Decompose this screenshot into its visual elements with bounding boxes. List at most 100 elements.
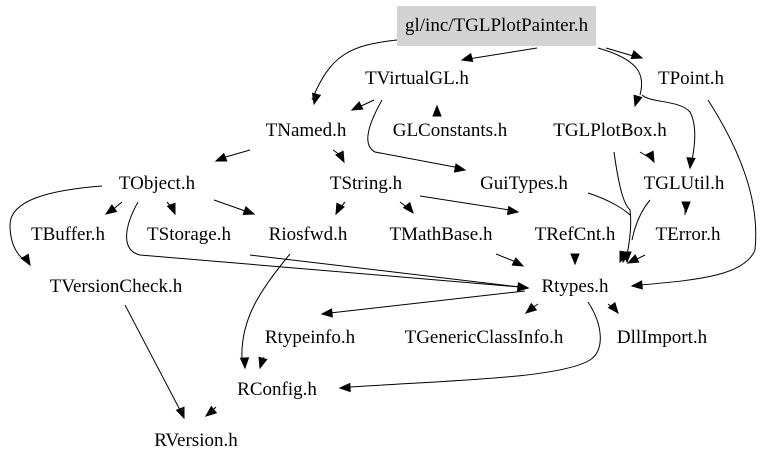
arrowhead-icon: [20, 253, 31, 267]
node-tmathbase[interactable]: TMathBase.h: [389, 224, 493, 245]
arrowhead-icon: [320, 308, 333, 318]
arrowhead-icon: [402, 201, 414, 215]
node-riosfwd[interactable]: Riosfwd.h: [268, 224, 348, 245]
edge-tobject-to-riosfwd: [213, 199, 256, 216]
edge-tobject-to-rtypes: [126, 201, 530, 292]
edge-line: [329, 290, 526, 314]
node-tglplotbox[interactable]: TGLPlotBox.h: [553, 120, 667, 141]
edge-line: [221, 149, 251, 159]
arrowhead-icon: [630, 50, 644, 60]
edge-rtypeinfo-to-rconfig: [258, 356, 268, 370]
arrowhead-icon: [570, 253, 580, 266]
edge-tglutil-to-rtypes: [619, 199, 651, 264]
edge-root-to-tglutil: [641, 94, 696, 170]
edge-tobject-to-tversioncheck: [9, 185, 103, 267]
edge-tnamed-to-tstring: [332, 149, 345, 164]
edge-trefcnt-to-rtypes: [570, 253, 580, 266]
edge-line: [349, 301, 601, 388]
arrowhead-icon: [350, 101, 364, 111]
arrowhead-icon: [460, 52, 474, 63]
node-root[interactable]: gl/inc/TGLPlotPainter.h: [397, 6, 597, 46]
node-tpoint[interactable]: TPoint.h: [658, 68, 724, 89]
edge-line: [461, 47, 538, 61]
edge-root-to-tvirtualgl: [460, 47, 538, 63]
node-trefcnt[interactable]: TRefCnt.h: [534, 224, 616, 245]
node-tstorage[interactable]: TStorage.h: [147, 224, 231, 245]
arrowhead-icon: [204, 405, 218, 417]
edge-tobject-to-tstorage: [166, 201, 176, 216]
edge-line: [9, 185, 103, 261]
arrowhead-icon: [335, 202, 345, 216]
node-tgenericclassinfo[interactable]: TGenericClassInfo.h: [404, 327, 564, 348]
arrowhead-icon: [619, 250, 629, 264]
node-glconstants[interactable]: GLConstants.h: [392, 120, 508, 141]
node-tbuffer[interactable]: TBuffer.h: [30, 224, 106, 245]
arrowhead-icon: [104, 204, 118, 215]
arrowhead-icon: [166, 202, 176, 216]
node-tnamed[interactable]: TNamed.h: [265, 120, 347, 141]
edge-line: [631, 199, 651, 241]
arrowhead-icon: [506, 205, 520, 216]
arrowhead-icon: [626, 254, 640, 264]
arrowhead-icon: [239, 357, 250, 370]
node-tglutil[interactable]: TGLUtil.h: [643, 173, 725, 194]
edge-tglplotbox-to-tglutil: [639, 150, 655, 164]
arrowhead-icon: [524, 302, 538, 314]
node-tobject[interactable]: TObject.h: [118, 173, 196, 194]
edge-line: [419, 195, 511, 211]
arrowhead-icon: [630, 280, 643, 290]
edge-terror-to-rtypes: [626, 254, 646, 264]
node-tversioncheck[interactable]: TVersionCheck.h: [49, 276, 183, 297]
edge-riosfwd-to-rconfig: [239, 253, 291, 370]
edge-rtypes-to-tgenericclassinfo: [524, 302, 539, 314]
edge-line: [241, 253, 291, 361]
arrowhead-icon: [214, 152, 228, 162]
arrowhead-icon: [633, 94, 643, 108]
edge-tmathbase-to-rtypes: [495, 253, 525, 267]
edge-line: [495, 253, 517, 263]
edge-line: [597, 47, 643, 96]
edge-tstorage-to-rtypes: [249, 254, 530, 292]
node-rtypes[interactable]: Rtypes.h: [541, 276, 609, 297]
arrowhead-icon: [686, 157, 696, 170]
arrowhead-icon: [453, 163, 467, 173]
arrowhead-icon: [242, 206, 256, 216]
edge-line: [249, 254, 521, 288]
arrowhead-icon: [645, 150, 655, 164]
edge-root-to-tnamed: [311, 39, 398, 106]
edge-line: [639, 99, 757, 286]
node-tstring[interactable]: TString.h: [329, 173, 403, 194]
edge-tobject-to-tbuffer: [104, 201, 123, 215]
node-dllimport[interactable]: DllImport.h: [616, 327, 708, 348]
arrowhead-icon: [175, 406, 185, 420]
edge-line: [367, 99, 461, 169]
edge-root-to-tpoint: [605, 47, 644, 60]
node-guitypes[interactable]: GuiTypes.h: [480, 173, 568, 194]
edge-rtypes-to-rtypeinfo: [320, 290, 526, 318]
edge-tglutil-to-terror: [681, 201, 691, 215]
arrowhead-icon: [338, 382, 351, 393]
edge-line: [124, 304, 181, 411]
arrowhead-icon: [681, 201, 691, 214]
edge-line: [213, 199, 249, 213]
arrowhead-icon: [511, 257, 525, 267]
edge-line: [311, 39, 398, 101]
arrowhead-icon: [607, 301, 619, 315]
node-tvirtualgl[interactable]: TVirtualGL.h: [365, 68, 469, 89]
edge-rtypes-to-rconfig: [338, 301, 601, 393]
node-rversion[interactable]: RVersion.h: [154, 430, 238, 451]
node-rconfig[interactable]: RConfig.h: [237, 379, 317, 400]
edge-line: [613, 151, 632, 256]
node-rtypeinfo[interactable]: Rtypeinfo.h: [264, 327, 356, 348]
edge-line: [126, 201, 521, 288]
edge-line: [641, 94, 696, 161]
edge-rtypes-to-dllimport: [607, 301, 619, 315]
edge-tpoint-to-rtypes: [630, 99, 757, 290]
edge-tvirtualgl-to-glconstants: [432, 104, 442, 117]
edge-root-to-tglplotbox: [597, 47, 643, 108]
edge-line: [587, 192, 631, 216]
arrowhead-icon: [432, 104, 442, 117]
node-terror[interactable]: TError.h: [655, 224, 721, 245]
edge-tstring-to-riosfwd: [335, 201, 346, 216]
